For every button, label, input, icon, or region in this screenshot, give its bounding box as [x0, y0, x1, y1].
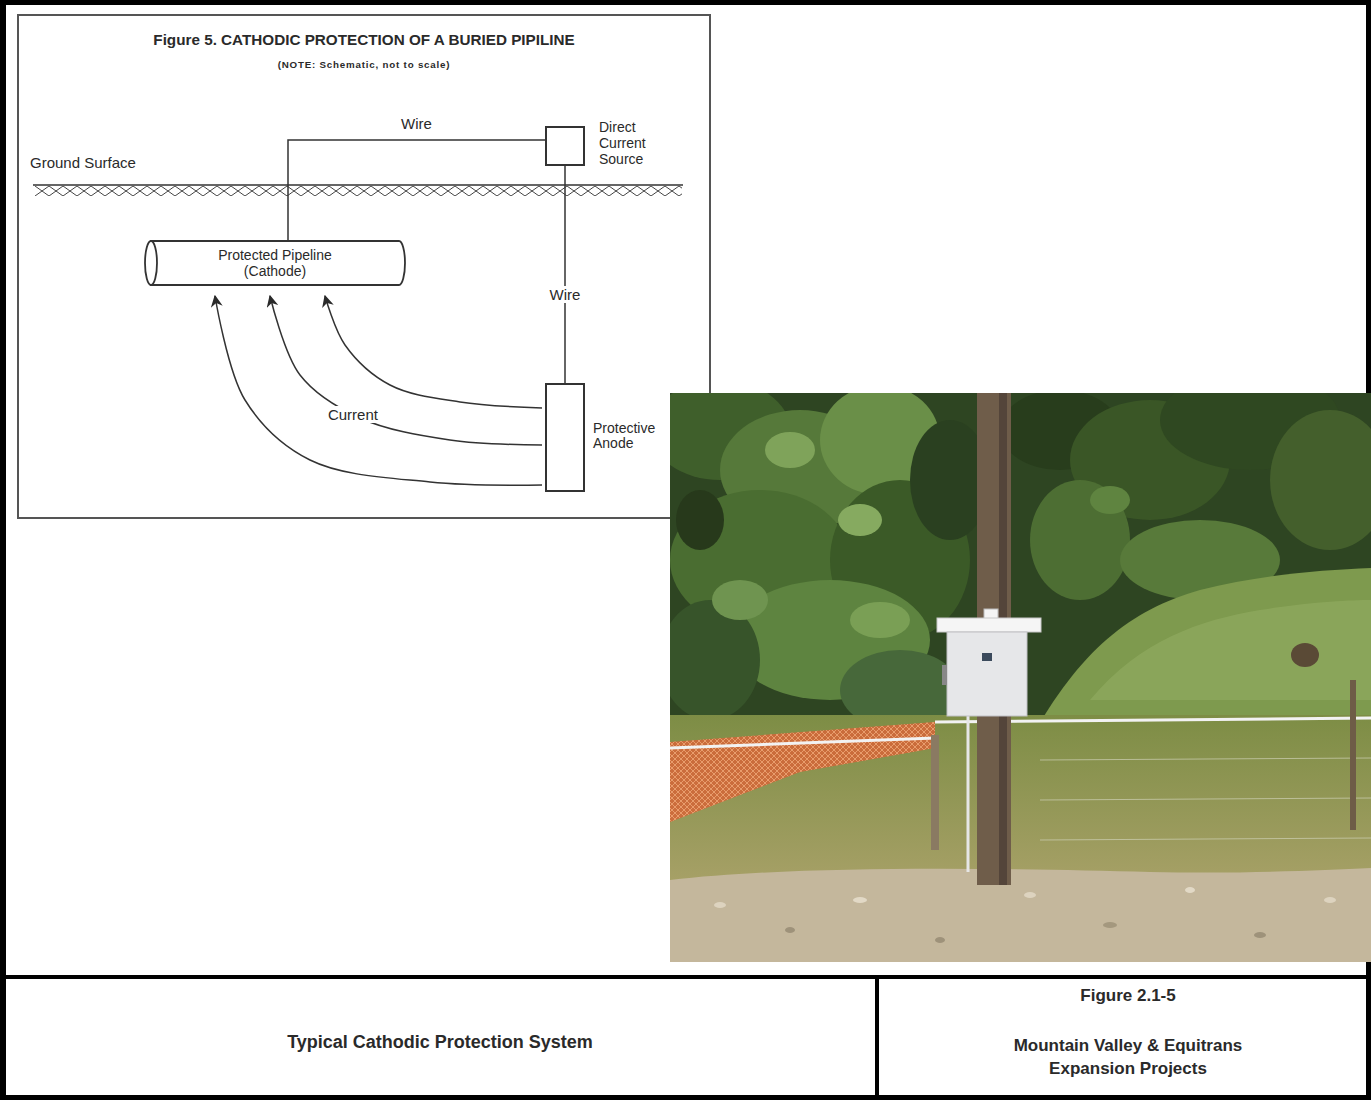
ground-surface-label-holder: Ground Surface — [30, 154, 200, 171]
site-photo-part — [1024, 892, 1036, 898]
site-photo-part — [1090, 600, 1371, 700]
pipeline-cylinder: Protected Pipeline (Cathode) — [145, 240, 405, 286]
site-photo-part — [1324, 897, 1336, 903]
site-photo-part — [942, 665, 947, 685]
page-borders-part — [0, 975, 1371, 979]
site-photo-part — [1254, 932, 1266, 938]
anode-label: Protective Anode — [593, 421, 673, 451]
edge-label-holder: Wire — [547, 286, 584, 303]
schematic-note-holder: (NOTE: Schematic, not to scale) — [18, 59, 710, 70]
site-photo-part — [947, 632, 1027, 716]
site-photo-part — [1040, 758, 1371, 760]
site-photo-part — [765, 432, 815, 468]
figure-heading-holder: Figure 5. CATHODIC PROTECTION OF A BURIE… — [18, 31, 710, 48]
site-photo — [670, 393, 1371, 962]
site-photo-part — [1040, 838, 1371, 840]
site-photo-part — [982, 653, 992, 661]
site-photo-part — [1030, 480, 1130, 600]
anode-label-holder: Protective Anode — [593, 421, 673, 451]
site-photo-part — [670, 722, 935, 822]
wire-connector — [564, 166, 566, 383]
site-photo-part — [1040, 798, 1371, 800]
site-photo-part — [670, 393, 1371, 962]
edge-label-holder: Current — [325, 406, 381, 423]
schematic-frame-outline — [18, 15, 710, 518]
project-name-holder: Mountain Valley & Equitrans Expansion Pr… — [978, 1034, 1278, 1080]
figure-number-holder: Figure 2.1-5 — [928, 986, 1328, 1006]
site-photo-part — [670, 868, 1371, 962]
ground-hatch — [35, 186, 682, 196]
page-borders-part — [1366, 962, 1371, 1100]
current-arrow — [325, 296, 542, 408]
page-borders-part — [875, 977, 879, 1100]
ground-line — [33, 184, 683, 186]
edge-label: Wire — [547, 286, 584, 303]
page-borders-part — [0, 1095, 1371, 1100]
edge-label: Current — [325, 406, 381, 423]
site-photo-part — [714, 902, 726, 908]
ground-surface-label: Ground Surface — [30, 154, 200, 171]
site-photo-part — [1103, 922, 1117, 928]
cylinder-end — [145, 241, 157, 285]
pipeline-label: Protected Pipeline (Cathode) — [200, 247, 350, 279]
site-photo-part — [1350, 680, 1356, 830]
page-borders-part — [0, 0, 6, 1100]
schematic-note: (NOTE: Schematic, not to scale) — [18, 59, 710, 70]
site-photo-part — [785, 927, 795, 933]
site-photo-part — [670, 715, 1371, 880]
site-photo-part — [937, 618, 1041, 632]
anode-box: Protective Anode — [545, 383, 585, 492]
site-photo-part — [1291, 643, 1319, 667]
site-photo-part — [1030, 568, 1371, 740]
pipeline-label-holder: Protected Pipeline (Cathode) — [200, 247, 350, 279]
current-arrow — [215, 296, 542, 485]
site-photo-part — [670, 722, 935, 822]
dc-source-label: Direct Current Source — [599, 119, 663, 167]
figure-title-holder: Typical Cathodic Protection System — [30, 1032, 850, 1053]
ground-surface — [33, 185, 683, 196]
site-photo-part — [931, 735, 939, 850]
site-photo-part — [712, 580, 768, 620]
project-name: Mountain Valley & Equitrans Expansion Pr… — [978, 1034, 1278, 1080]
cylinder-body — [151, 241, 405, 285]
site-photo-part — [1090, 486, 1130, 514]
dc-source-label-holder: Direct Current Source — [599, 119, 663, 167]
site-photo-part — [676, 490, 724, 550]
figure-title: Typical Cathodic Protection System — [30, 1032, 850, 1053]
figure-number: Figure 2.1-5 — [928, 986, 1328, 1006]
site-photo-part — [1270, 410, 1371, 550]
site-photo-part — [838, 504, 882, 536]
site-photo-part — [1185, 887, 1195, 893]
site-photo-part — [670, 738, 935, 748]
site-photo-part — [935, 937, 945, 943]
current-arrow — [270, 296, 542, 445]
connectors — [215, 140, 565, 485]
site-photo-part — [850, 602, 910, 638]
dc-source-box: Direct Current Source — [545, 126, 585, 166]
site-photo-part — [853, 897, 867, 903]
schematic-frame: Figure 5. CATHODIC PROTECTION OF A BURIE… — [18, 15, 710, 518]
wire-connector — [288, 140, 545, 240]
edge-label: Wire — [398, 115, 435, 132]
figure-heading: Figure 5. CATHODIC PROTECTION OF A BURIE… — [18, 31, 710, 48]
site-photo-part — [967, 715, 970, 872]
edge-label-holder: Wire — [398, 115, 435, 132]
page-borders-part — [0, 0, 1371, 5]
